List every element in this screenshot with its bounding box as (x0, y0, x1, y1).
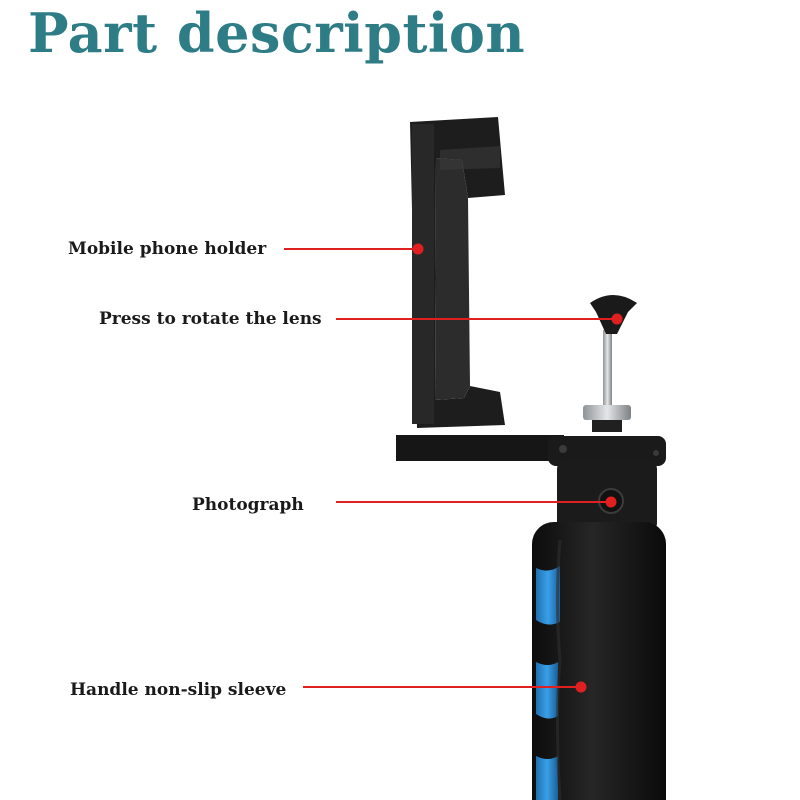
leader-dot-handle (575, 681, 587, 693)
leader-dot-phone-holder (412, 243, 424, 255)
label-handle-non-slip-sleeve: Handle non-slip sleeve (70, 680, 287, 700)
leader-dot-photograph (605, 496, 617, 508)
lens-screw (583, 295, 637, 432)
foam-handle (532, 522, 666, 800)
page-title: Part description (28, 1, 526, 65)
label-mobile-phone-holder: Mobile phone holder (68, 239, 267, 259)
label-press-to-rotate-the-lens: Press to rotate the lens (99, 309, 322, 329)
phone-holder-clamp (410, 117, 505, 428)
head-block (548, 436, 666, 466)
leader-lines (284, 243, 623, 693)
label-photograph: Photograph (192, 495, 304, 515)
leader-dot-lens (611, 313, 623, 325)
mounting-plate (396, 435, 564, 461)
